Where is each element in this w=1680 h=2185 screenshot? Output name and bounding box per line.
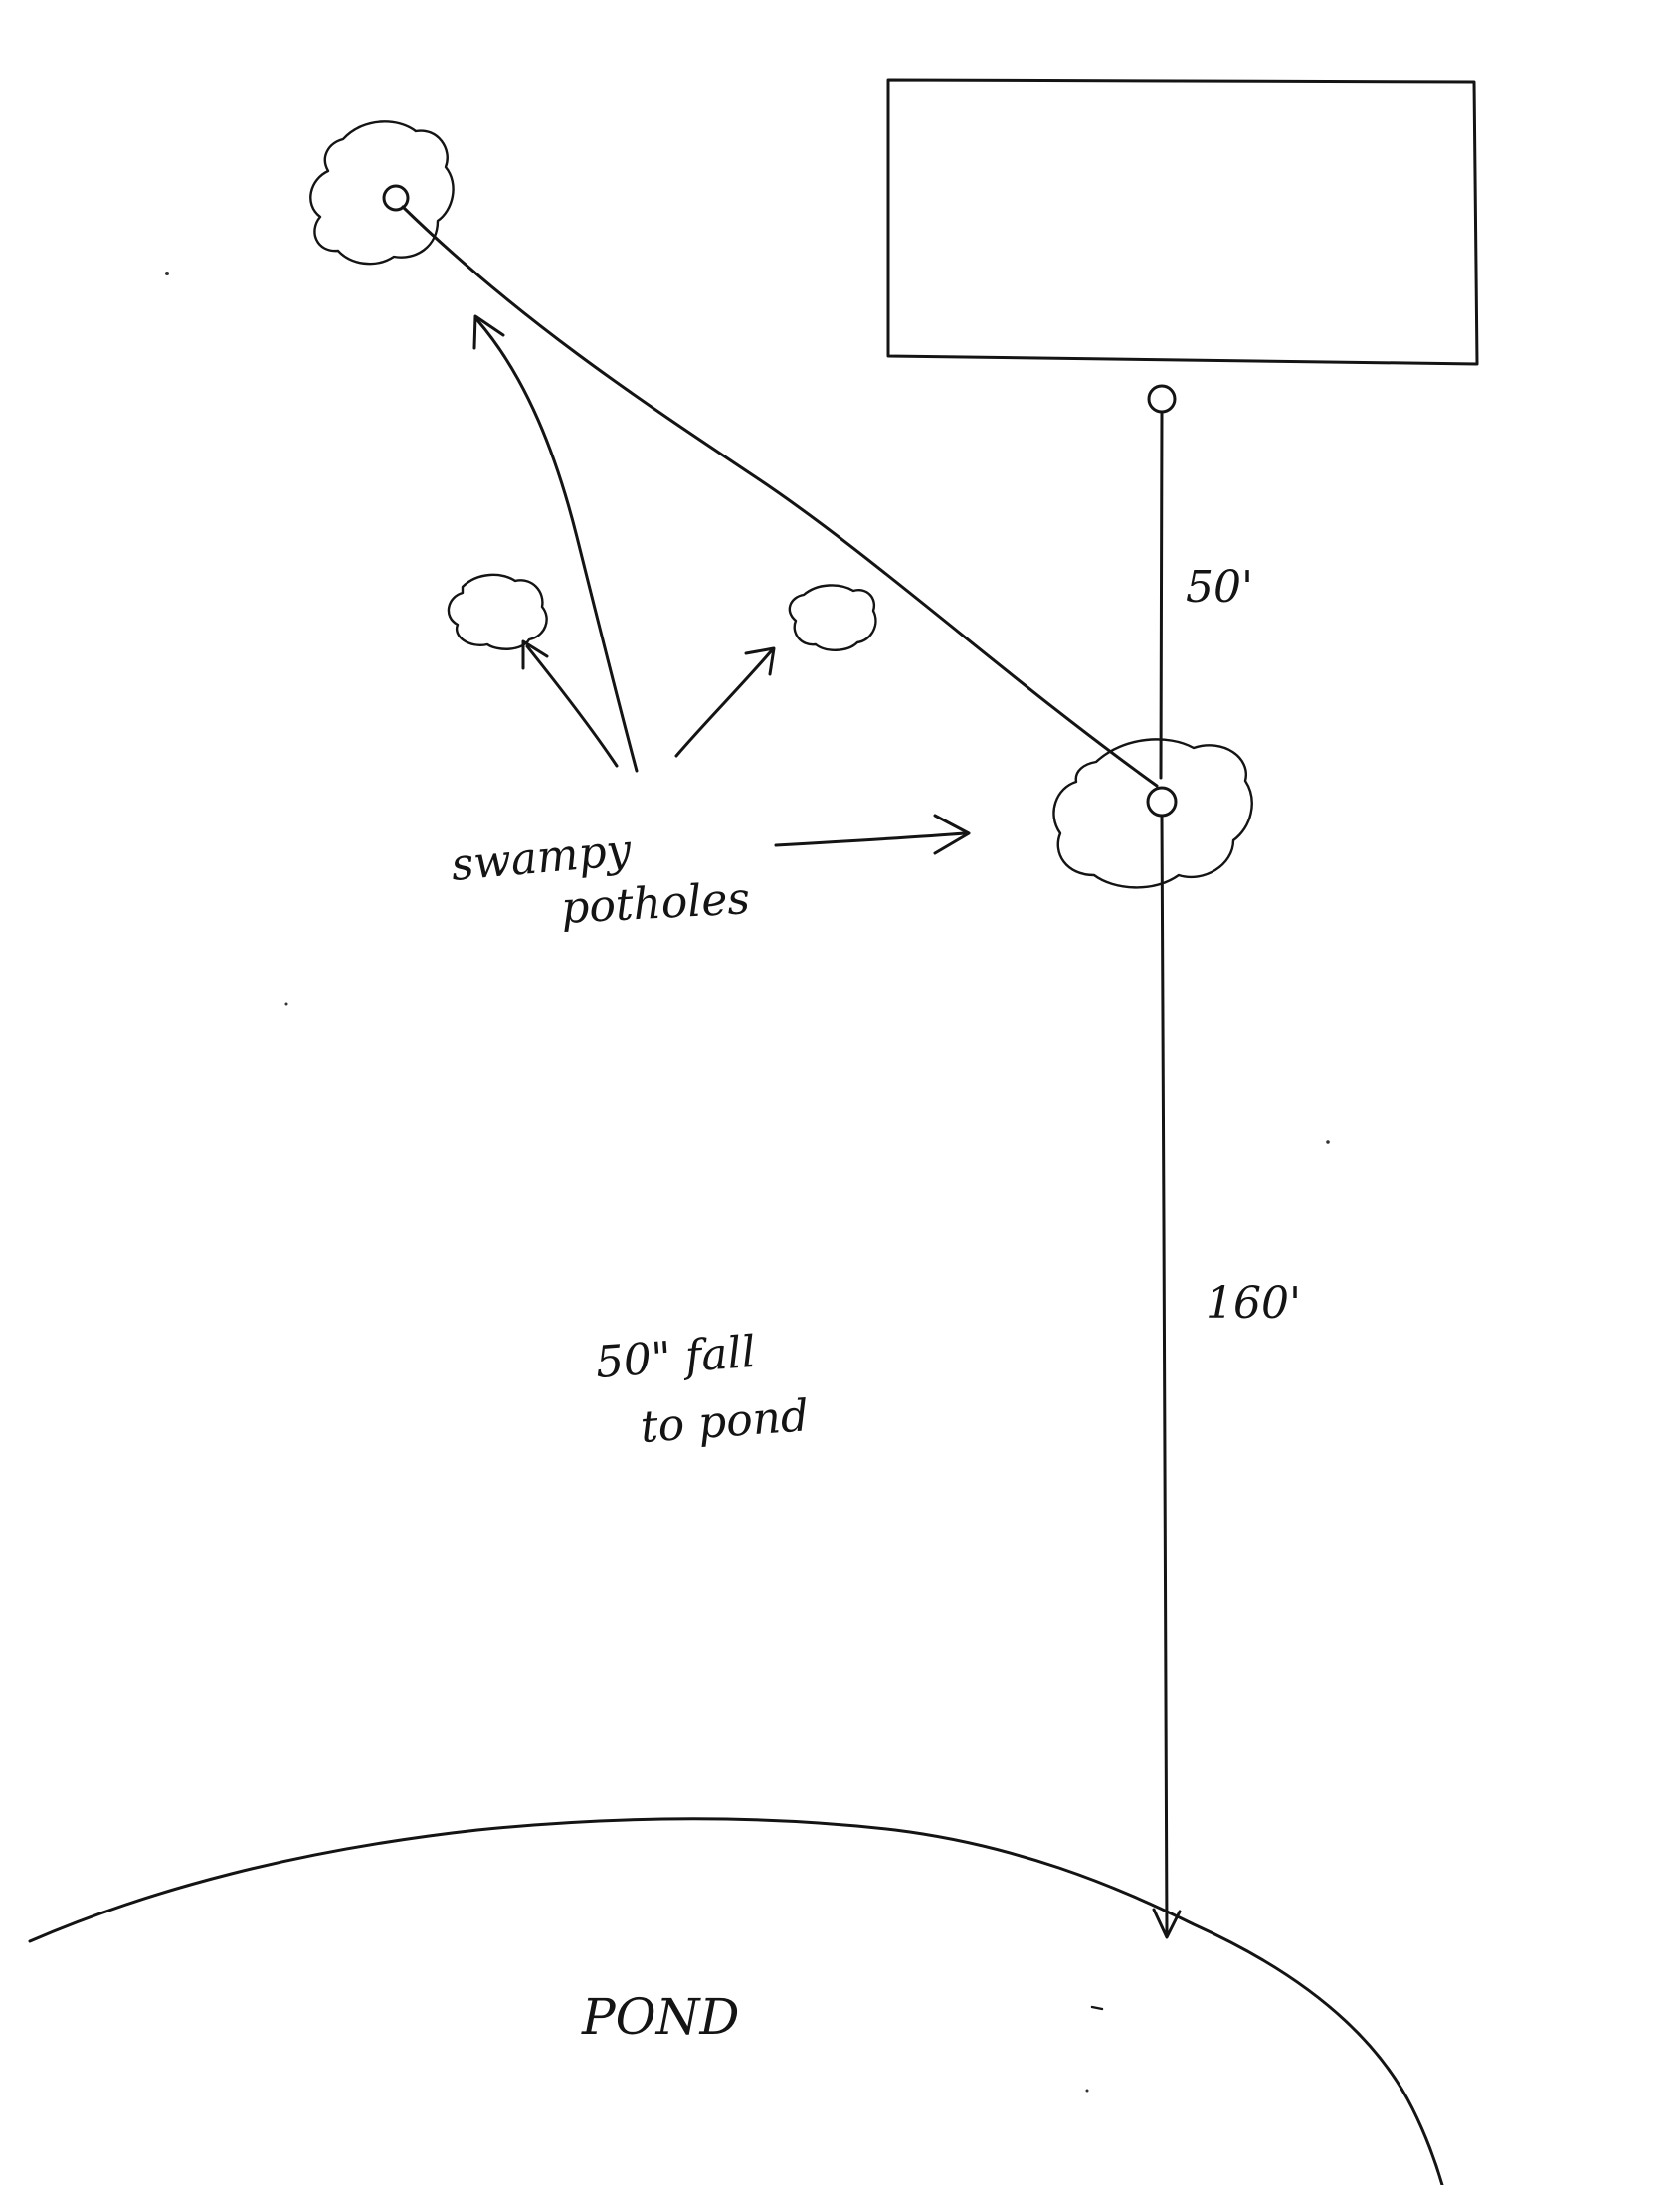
arrow-to-top-left-pothole	[475, 318, 639, 773]
arrow-head-right	[933, 814, 971, 855]
pond-shoreline	[28, 1817, 1444, 2185]
label-fall-line2: to pond	[639, 1390, 810, 1453]
paper-speck	[1090, 2005, 1104, 2011]
arrow-to-small-center-pothole	[674, 649, 773, 758]
manhole-lower	[1146, 786, 1178, 818]
label-fall-line1: 50" fall	[594, 1327, 757, 1388]
pipe-manhole-to-pond	[1160, 814, 1169, 1936]
arrow-head-top-left	[472, 314, 505, 350]
swampy-pothole-small-center	[788, 584, 877, 651]
pipe-building-to-manhole	[1159, 410, 1164, 780]
paper-speck	[1326, 1140, 1330, 1144]
arrow-head-small-left	[521, 639, 549, 670]
paper-speck	[284, 1002, 288, 1006]
manhole-top-left	[382, 184, 410, 212]
label-pond: POND	[581, 1988, 739, 2046]
arrow-head-small-center	[744, 646, 776, 676]
paper-speck	[1085, 2089, 1089, 2093]
manhole-below-building	[1147, 384, 1177, 414]
arrow-to-small-left-pothole	[525, 644, 619, 768]
arrow-to-right-pothole	[774, 831, 967, 847]
swampy-pothole-right	[1052, 738, 1253, 889]
pond-arrow-head	[1152, 1908, 1182, 1939]
swampy-pothole-top-left	[309, 120, 455, 266]
paper-speck	[165, 272, 169, 275]
label-50-feet: 50'	[1186, 562, 1253, 613]
pipe-diagonal	[401, 205, 1159, 788]
label-160-feet: 160'	[1206, 1278, 1301, 1329]
building-outline	[886, 78, 1479, 366]
swampy-pothole-small-left	[447, 573, 548, 650]
label-potholes: potholes	[560, 873, 751, 934]
